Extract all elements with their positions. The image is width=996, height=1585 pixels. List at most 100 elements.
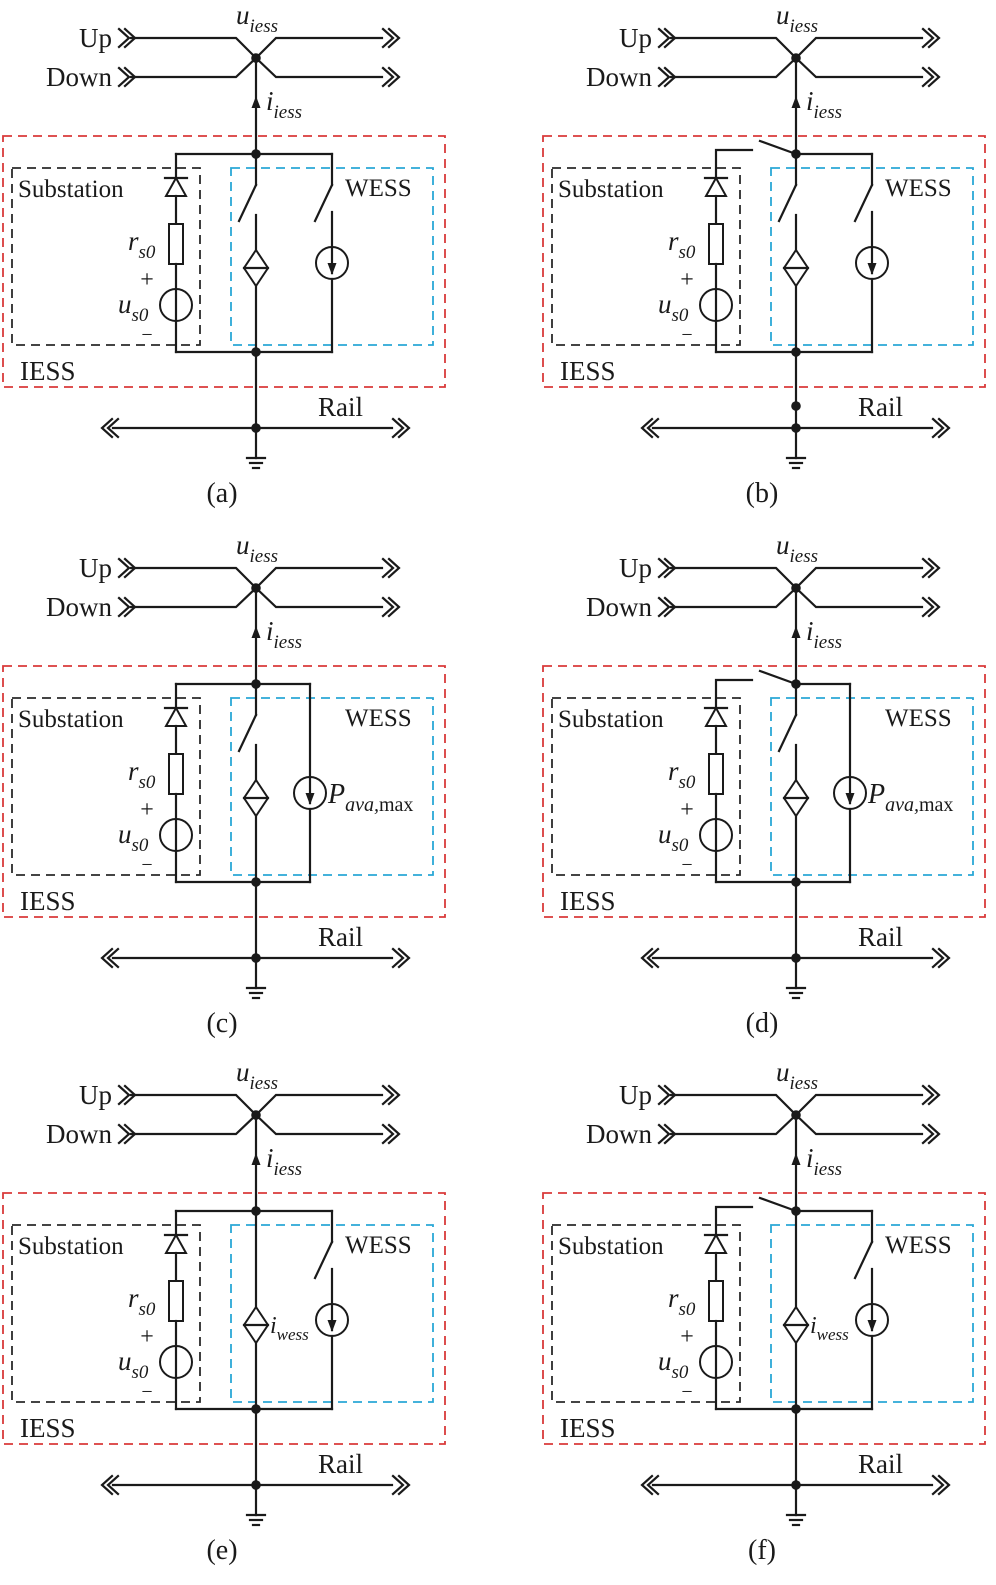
- u-s0-label-subscript: s0: [672, 305, 689, 326]
- dep-switch-blade: [237, 183, 258, 223]
- wess-switch-blade: [313, 1240, 334, 1280]
- break-chevron: [117, 557, 131, 579]
- rail-right-break-icon: [931, 417, 951, 439]
- break-chevron: [100, 1474, 114, 1496]
- rail-junction-dot: [251, 953, 261, 963]
- up-right-break-icon: [381, 1084, 401, 1106]
- r-s0-label: rs0: [668, 226, 696, 263]
- r-s0-label-subscript: s0: [679, 242, 696, 263]
- u-iess-label-subscript: iess: [250, 16, 279, 37]
- break-chevron: [117, 596, 131, 618]
- break-chevron: [387, 1123, 401, 1145]
- u-iess-label-main: u: [776, 530, 790, 560]
- substation-box: [551, 697, 741, 876]
- substation-label: Substation: [18, 1233, 124, 1260]
- down-label: Down: [46, 592, 112, 622]
- break-chevron: [657, 27, 671, 49]
- p-ava-max-label: Pava,max: [327, 779, 413, 816]
- iess-box: [542, 665, 986, 918]
- rail-junction-dot: [791, 953, 801, 963]
- down-right-break-icon: [381, 1123, 401, 1145]
- break-chevron: [381, 1084, 395, 1106]
- iess-label: IESS: [20, 886, 76, 916]
- i-wess-label-main: i: [270, 1313, 277, 1339]
- u-s0-label: us0: [658, 1346, 689, 1383]
- panel-caption: (e): [206, 1535, 237, 1566]
- break-chevron: [100, 417, 114, 439]
- r-s0-label-main: r: [668, 1283, 679, 1313]
- iess-label: IESS: [560, 886, 616, 916]
- rail-label: Rail: [858, 922, 903, 952]
- iess-box: [2, 665, 446, 918]
- rail-tap-dot: [791, 401, 801, 411]
- rail-junction-dot: [251, 423, 261, 433]
- break-chevron: [921, 596, 935, 618]
- plus-sign: +: [140, 797, 154, 823]
- break-chevron: [646, 1474, 660, 1496]
- current-arrow-icon: [251, 626, 261, 638]
- i-iess-label-subscript: iess: [814, 1159, 843, 1180]
- u-s0-label-main: u: [658, 819, 672, 849]
- current-arrow-icon: [791, 1153, 801, 1165]
- rail-right-break-icon: [391, 947, 411, 969]
- wess-label: WESS: [885, 705, 952, 732]
- r-s0-label: rs0: [668, 1283, 696, 1320]
- rail-right-break-icon: [391, 417, 411, 439]
- substation-box: [11, 697, 201, 876]
- diode-icon: [704, 175, 728, 197]
- up-label: Up: [79, 553, 112, 583]
- break-chevron: [397, 417, 411, 439]
- break-chevron: [106, 1474, 120, 1496]
- u-iess-label-subscript: iess: [790, 16, 819, 37]
- r-s0-label-main: r: [128, 1283, 139, 1313]
- up-right-break-icon: [921, 557, 941, 579]
- break-chevron: [937, 947, 951, 969]
- current-source-arrow-icon: [305, 793, 315, 805]
- u-s0-label-subscript: s0: [132, 305, 149, 326]
- i-iess-label-main: i: [266, 86, 274, 116]
- break-chevron: [381, 557, 395, 579]
- panel-a: UpDownuiessiiessIESSSubstationrs0+us0−WE…: [2, 0, 446, 509]
- iess-box: [542, 1192, 986, 1445]
- break-chevron: [921, 557, 935, 579]
- resistor-icon: [708, 223, 724, 265]
- rail-left-break-icon: [100, 417, 120, 439]
- u-iess-label-subscript: iess: [250, 1073, 279, 1094]
- break-chevron: [657, 557, 671, 579]
- u-s0-label-main: u: [118, 289, 132, 319]
- substation-label: Substation: [558, 706, 664, 733]
- i-iess-label-main: i: [806, 616, 814, 646]
- current-source-arrow-icon: [327, 1320, 337, 1332]
- substation-switch-blade: [758, 1196, 798, 1213]
- minus-sign: −: [681, 1381, 692, 1403]
- panel-caption: (f): [748, 1535, 776, 1566]
- u-iess-label: uiess: [776, 0, 818, 37]
- u-s0-label: us0: [118, 819, 149, 856]
- i-iess-label: iiess: [266, 616, 302, 653]
- r-s0-label-main: r: [128, 756, 139, 786]
- break-chevron: [100, 947, 114, 969]
- i-wess-label: iwess: [270, 1313, 309, 1344]
- u-s0-label: us0: [658, 819, 689, 856]
- break-chevron: [921, 1123, 935, 1145]
- u-s0-label-main: u: [658, 289, 672, 319]
- break-chevron: [657, 1123, 671, 1145]
- plus-sign: +: [680, 797, 694, 823]
- dep-switch-blade: [237, 713, 258, 753]
- break-chevron: [646, 417, 660, 439]
- rail-right-break-icon: [931, 947, 951, 969]
- i-wess-label: iwess: [810, 1313, 849, 1344]
- i-iess-label-main: i: [266, 616, 274, 646]
- u-s0-label-subscript: s0: [132, 835, 149, 856]
- i-wess-label-subscript: wess: [817, 1325, 850, 1344]
- break-chevron: [927, 1084, 941, 1106]
- u-s0-label: us0: [118, 1346, 149, 1383]
- current-source-arrow-icon: [867, 263, 877, 275]
- break-chevron: [391, 1474, 405, 1496]
- resistor-icon: [168, 223, 184, 265]
- resistor-icon: [168, 1280, 184, 1322]
- diode-icon: [164, 705, 188, 727]
- panel-e: UpDownuiessiiessIESSSubstationrs0+us0−iw…: [2, 1057, 446, 1566]
- p-ava-max-label-main: P: [327, 779, 345, 810]
